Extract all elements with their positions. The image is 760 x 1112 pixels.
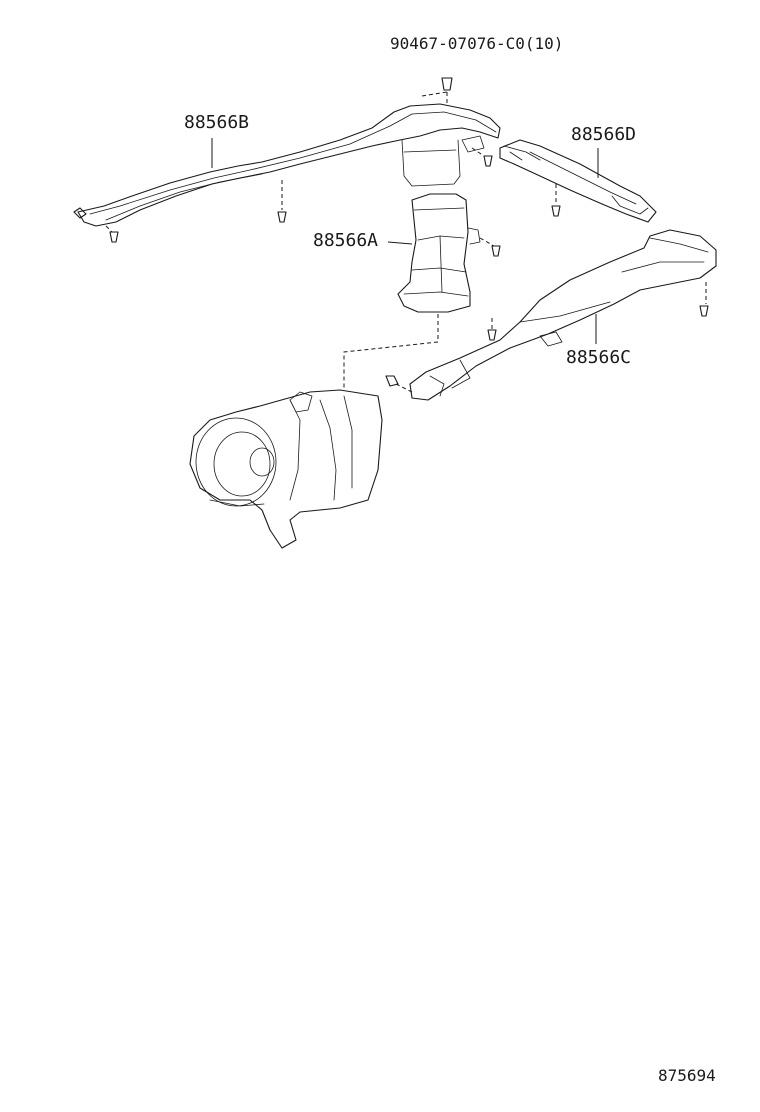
label-88566d: 88566D — [571, 124, 637, 145]
label-fastener-90467: 90467-07076-C0(10) — [390, 34, 564, 53]
duct-88566d — [499, 139, 657, 223]
label-88566b: 88566B — [184, 112, 250, 133]
duct-88566a — [397, 193, 481, 313]
figure-id: 875694 — [658, 1066, 716, 1085]
assembly-lines — [105, 91, 707, 393]
blower-unit — [189, 389, 383, 549]
clips — [109, 77, 709, 387]
label-88566a: 88566A — [313, 230, 379, 251]
duct-88566b — [73, 103, 501, 227]
label-88566c: 88566C — [566, 347, 632, 368]
duct-88566c — [409, 229, 717, 401]
leader-lines — [211, 138, 599, 344]
